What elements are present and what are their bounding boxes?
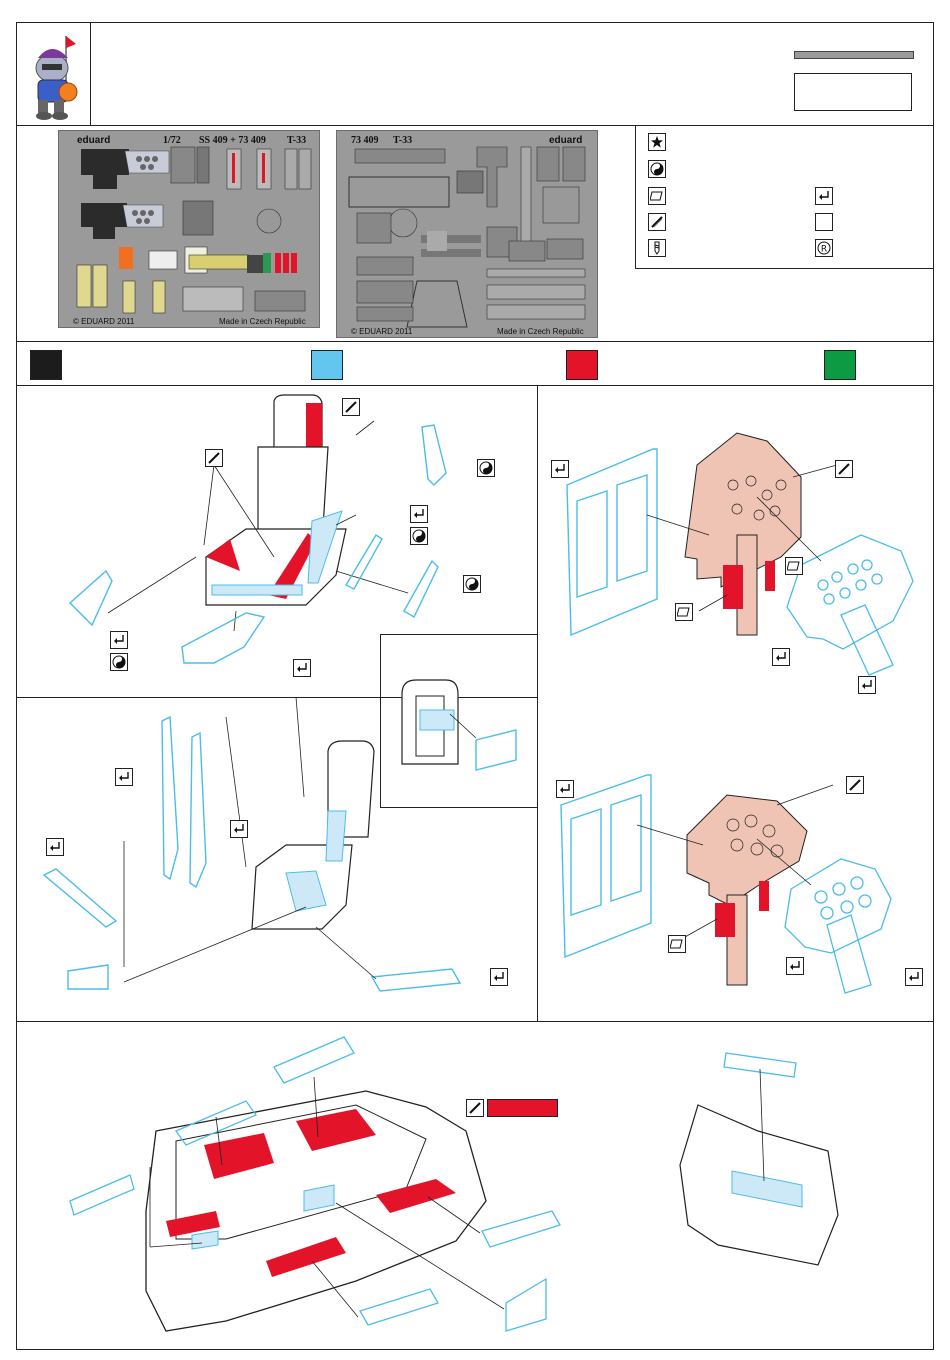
swatch-light-blue: [311, 350, 343, 380]
photo-etch-fret-right: 73 409 T-33 eduard © EDUARD 2011 Made in…: [336, 130, 598, 338]
bend-icon: [835, 460, 853, 478]
drill-icon: [648, 239, 666, 257]
photo-etch-fret-left: eduard 1/72 SS 409 + 73 409 T-33 © EDUAR…: [58, 130, 320, 328]
color-row: [16, 341, 934, 386]
fold-arrow-icon: [115, 768, 133, 786]
empty-box-icon: [815, 213, 833, 231]
fold-arrow-icon: [905, 968, 923, 986]
fret-left-parts: [59, 131, 320, 328]
flat-panel-icon: [648, 187, 666, 205]
fold-arrow-icon: [786, 957, 804, 975]
cockpit-tub-drawing: [16, 1021, 934, 1350]
yin-yang-icon: [410, 527, 428, 545]
bend-icon: [205, 449, 223, 467]
yin-yang-icon: [110, 653, 128, 671]
star-icon: [648, 133, 666, 151]
fold-arrow-icon: [293, 659, 311, 677]
fret-right-parts: [337, 131, 598, 338]
svg-text:R: R: [821, 245, 827, 255]
fold-arrow-icon: [815, 187, 833, 205]
seat-belts-drawing: [16, 697, 538, 1022]
bend-icon: [466, 1099, 484, 1117]
fold-arrow-icon: [772, 648, 790, 666]
header-box: [794, 73, 912, 111]
red-swatch-bar: [487, 1099, 558, 1117]
swatch-black: [30, 350, 62, 380]
instrument-panel-drawing: [537, 385, 934, 1022]
flat-panel-icon: [668, 935, 686, 953]
fold-arrow-icon: [410, 505, 428, 523]
fold-arrow-icon: [858, 676, 876, 694]
fold-arrow-icon: [551, 460, 569, 478]
knight-mascot-icon: [24, 30, 84, 122]
fold-arrow-icon: [46, 838, 64, 856]
bend-icon: [648, 213, 666, 231]
bend-icon: [342, 398, 360, 416]
fold-arrow-icon: [490, 968, 508, 986]
fold-arrow-icon: [110, 631, 128, 649]
yin-yang-icon: [463, 575, 481, 593]
swatch-red: [566, 350, 598, 380]
r-circle-icon: R: [815, 239, 833, 257]
fold-arrow-icon: [230, 820, 248, 838]
swatch-green: [824, 350, 856, 380]
flat-panel-icon: [785, 557, 803, 575]
legend-box: [635, 125, 934, 269]
fold-arrow-icon: [556, 780, 574, 798]
yin-yang-icon: [477, 459, 495, 477]
bend-icon: [846, 776, 864, 794]
header-bar: [794, 51, 914, 59]
flat-panel-icon: [675, 603, 693, 621]
yin-yang-icon: [648, 160, 666, 178]
